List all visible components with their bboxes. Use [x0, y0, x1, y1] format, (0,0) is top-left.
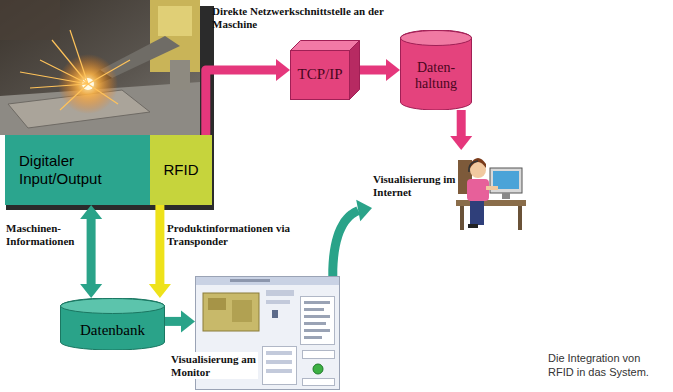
arrow-shaft — [155, 205, 164, 284]
band-label: Digitaler Input/Output — [19, 152, 146, 188]
arrow-shaft — [206, 70, 276, 135]
welding-photo-part-part — [70, 30, 88, 84]
internet-workstation: Visualisierung im Internet — [372, 150, 527, 232]
flow-arrow — [450, 110, 472, 150]
workstation-icon-part — [469, 161, 478, 172]
cylinder-label: Datenbank — [80, 322, 145, 339]
box-front — [291, 51, 350, 100]
arrow-shaft — [457, 110, 466, 136]
welding-photo-part-part — [52, 40, 88, 84]
workstation-icon-part — [470, 201, 484, 225]
workstation-icon-part — [456, 200, 526, 206]
monitor-screenshot-part — [266, 300, 290, 304]
arrow-shaft — [360, 66, 386, 75]
flow-arrow — [80, 205, 102, 298]
tcpip-box: TCP/IP — [290, 40, 360, 100]
arrow-head — [181, 310, 195, 332]
arrow-head — [149, 284, 171, 298]
monitor-screenshot-part — [266, 290, 294, 296]
workstation-icon — [456, 158, 526, 230]
cylinder-body — [61, 298, 165, 350]
monitor-screenshot-part — [203, 293, 259, 331]
arrow-head — [450, 136, 472, 150]
welding-photo-part-part — [88, 84, 118, 104]
monitor-screenshot-part — [272, 310, 278, 318]
monitor-screenshot-part — [263, 347, 297, 385]
monitor-screenshot-part — [266, 360, 292, 364]
rfid-band: RFID — [150, 135, 212, 205]
monitor-screenshot-part — [232, 300, 252, 322]
workstation-icon-part — [467, 179, 489, 201]
flow-arrow — [149, 205, 171, 298]
monitor-screenshot-part — [301, 297, 335, 345]
monitor-screenshot-part — [303, 379, 335, 386]
welding-photo-part-part — [20, 72, 88, 84]
arrow-head — [276, 59, 290, 81]
flow-arrow — [333, 200, 372, 276]
arrow-head — [386, 59, 400, 81]
band-label: RFID — [164, 161, 199, 179]
monitor-screenshot-part — [304, 308, 324, 311]
arrow-shaft — [87, 219, 96, 284]
io-band: Digitaler Input/Output — [5, 135, 152, 205]
box-top — [291, 41, 360, 51]
flow-label: Produktinformationen via Transponder — [167, 222, 305, 247]
visualisation-label: Visualisierung am Monitor — [170, 352, 258, 379]
monitor-screenshot-part — [196, 277, 339, 285]
cylinder-top — [401, 31, 472, 46]
flow-arrow — [360, 59, 400, 81]
box-side — [350, 41, 360, 100]
welding-photo-part — [20, 30, 130, 110]
monitor-screenshot-part — [208, 298, 226, 310]
cylinder-body — [401, 30, 472, 110]
welding-photo-part-part — [30, 84, 88, 88]
arrow-head — [80, 284, 102, 298]
box-label: TCP/IP — [297, 66, 342, 83]
figure-caption: Die Integration von RFID in das System. — [548, 351, 669, 380]
flow-label: Maschinen- Informationen — [6, 222, 86, 247]
monitor-screenshot-part — [303, 351, 335, 359]
welding-photo-part — [170, 60, 190, 90]
monitor-screenshot-part — [304, 315, 330, 318]
monitor-screenshot-part — [304, 301, 330, 304]
welding-photo-part-part — [88, 60, 130, 84]
arrow-head — [80, 205, 102, 219]
welding-photo — [0, 0, 200, 135]
workstation-icon-part — [502, 193, 510, 199]
cylinder-top — [61, 299, 165, 314]
flow-arrow — [165, 310, 195, 332]
arrow-shaft — [333, 211, 359, 277]
welding-photo-part-part — [60, 84, 88, 110]
monitor-screenshot-part — [266, 351, 292, 355]
monitor-screenshot-part — [304, 329, 330, 332]
welding-photo-part — [58, 54, 118, 114]
welding-photo-part — [0, 0, 60, 40]
workstation-icon-part — [486, 186, 498, 190]
database-cylinder: Datenbank — [60, 298, 165, 350]
cylinder-label: Daten- haltung — [404, 60, 468, 92]
monitor-screenshot-part — [304, 322, 326, 325]
data-store-cylinder: Daten- haltung — [400, 30, 472, 110]
flow-arrow — [206, 59, 290, 135]
workstation-icon-part — [460, 206, 464, 230]
arrow-head — [356, 200, 372, 222]
arrow-shaft — [165, 317, 181, 326]
monitor-screenshot-part — [266, 369, 292, 373]
monitor-screenshot-part — [304, 336, 322, 339]
welding-photo-part — [0, 0, 200, 135]
workstation-icon-part — [518, 206, 522, 230]
visualisation-label: Visualisierung im Internet — [372, 172, 458, 199]
workstation-icon-part — [468, 224, 478, 228]
flow-label: Direkte Netzwerkschnittstelle an der Mas… — [212, 5, 384, 30]
monitor-screenshot-part — [230, 279, 270, 282]
monitor-screen: Visualisierung am Monitor — [195, 276, 340, 390]
welding-photo-part — [158, 6, 192, 36]
monitor-screenshot-part — [313, 364, 323, 374]
